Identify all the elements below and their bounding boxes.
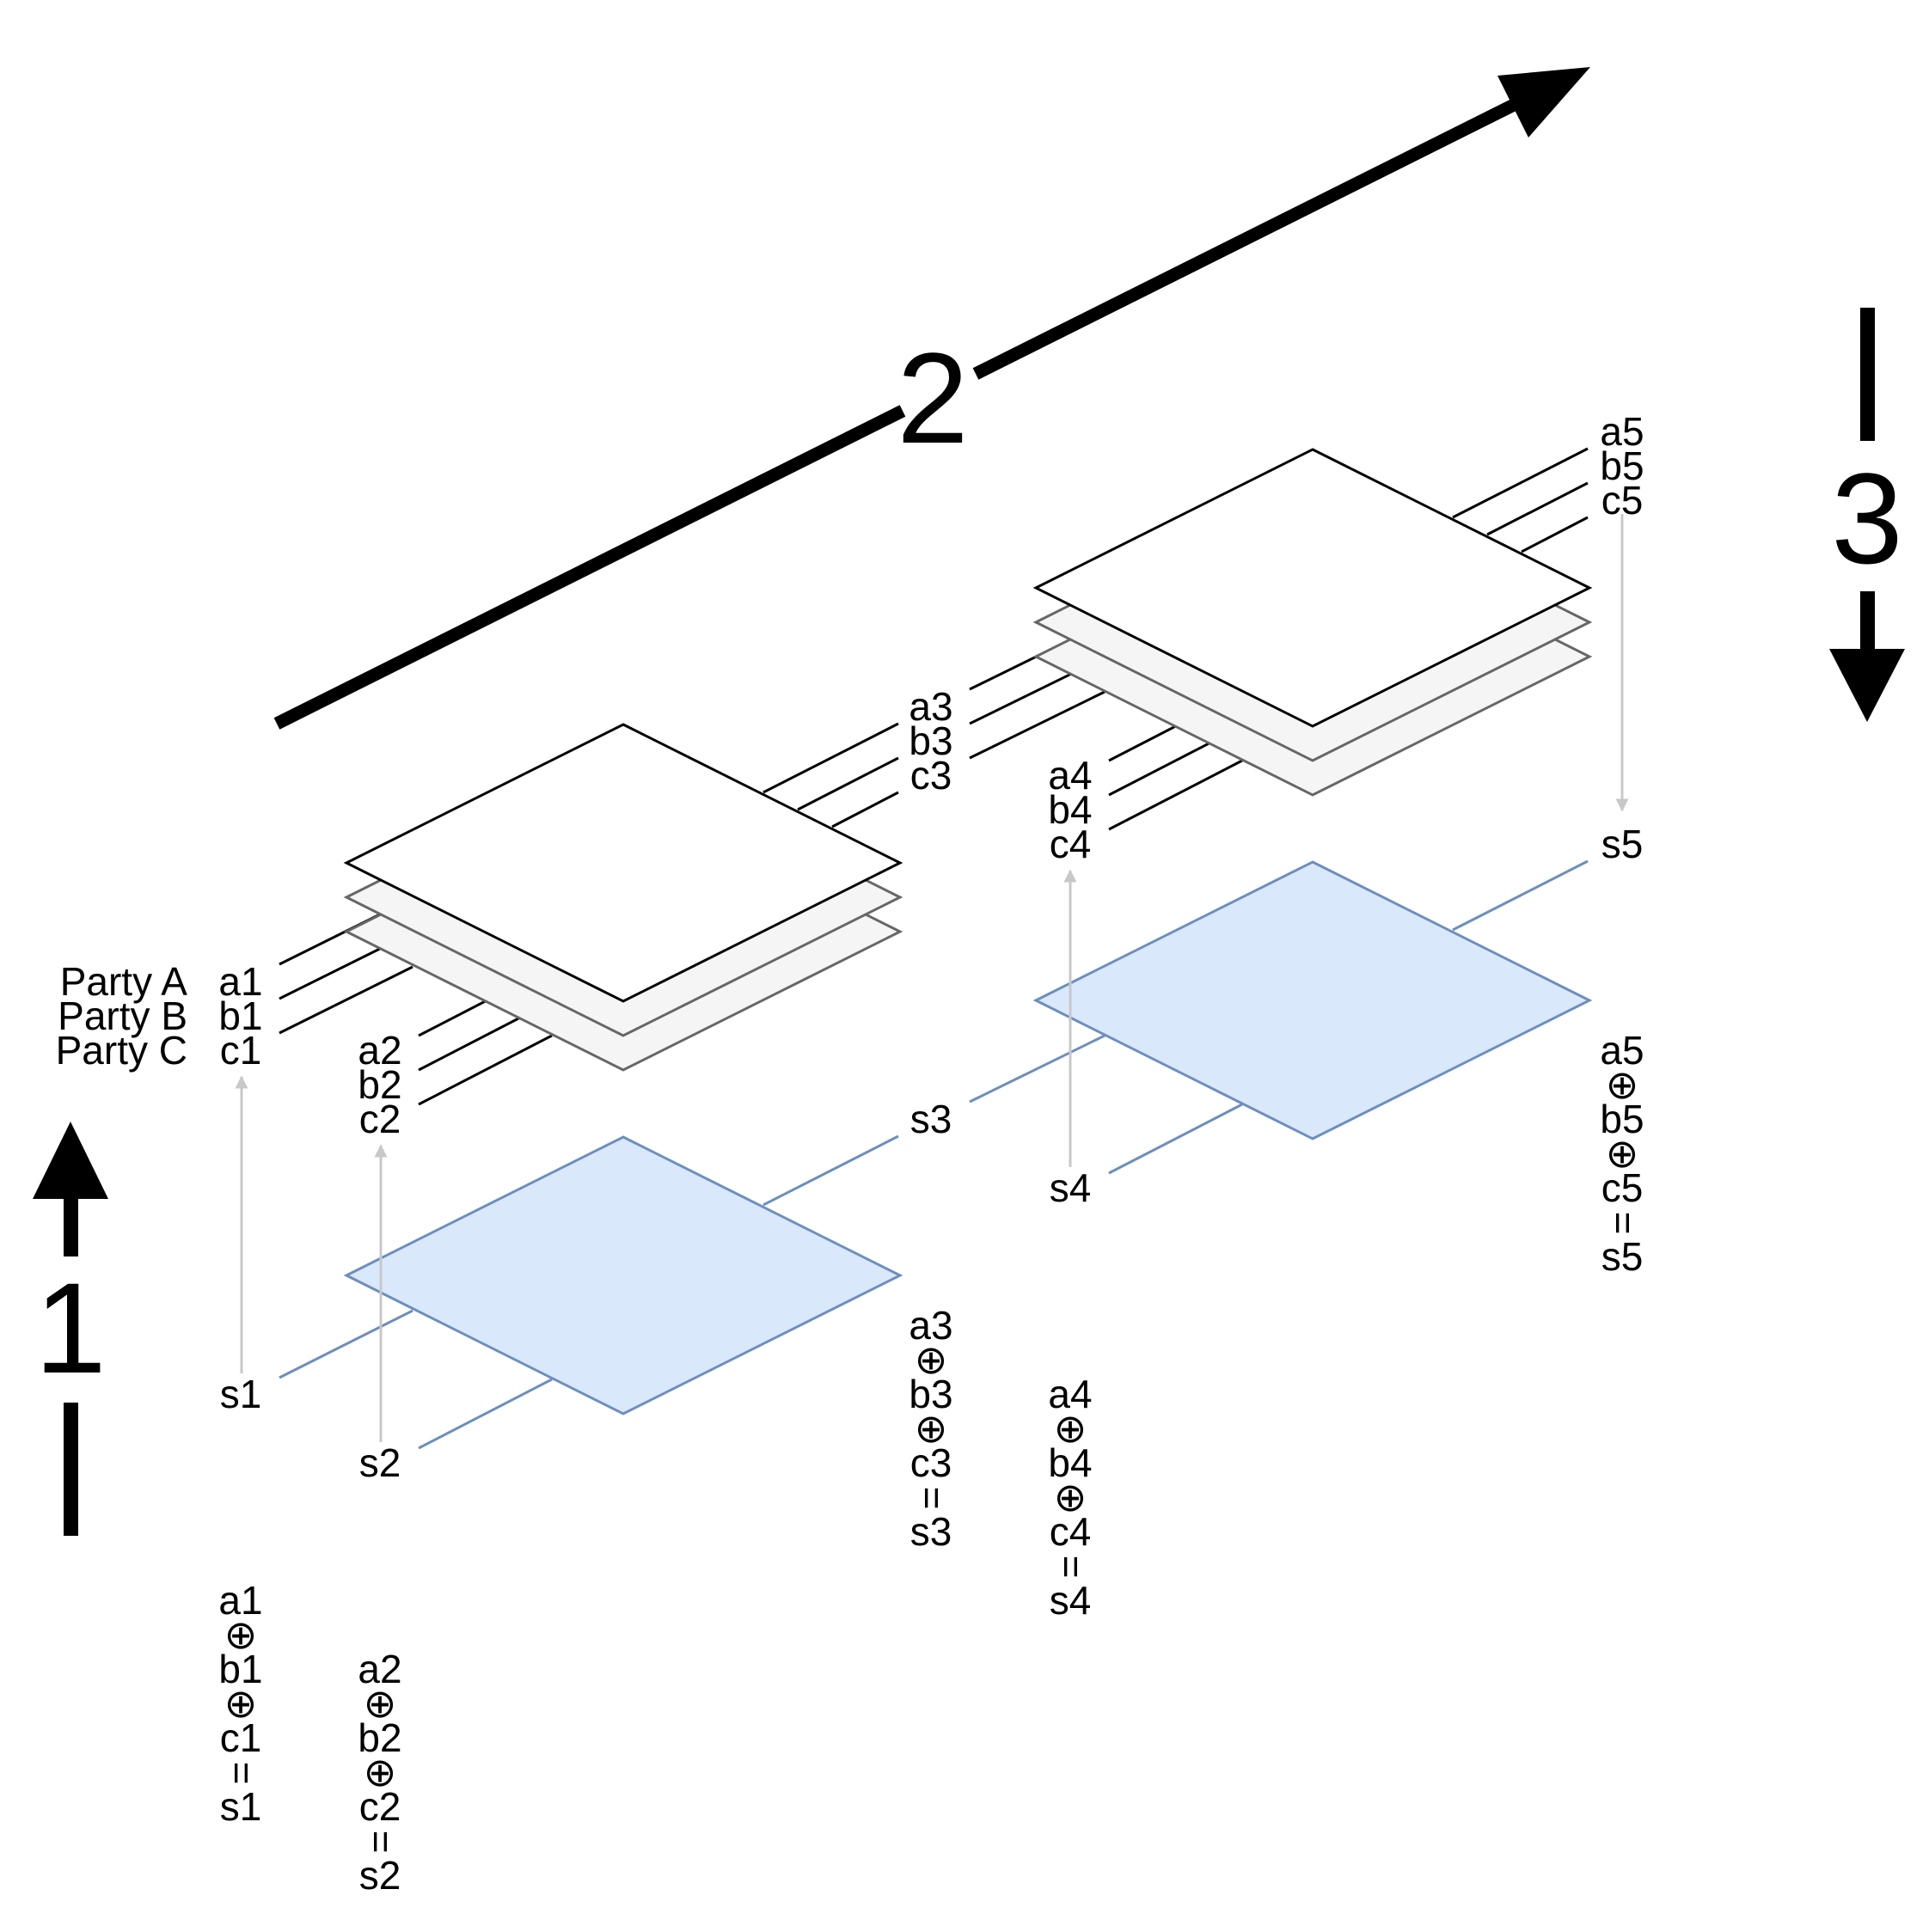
share-b4: b4 [1048,787,1092,832]
blue-layer-1 [279,1134,903,1450]
svg-text:=: = [1601,1212,1645,1235]
svg-text:a2: a2 [358,1647,401,1691]
step2-label: 2 [897,326,968,470]
svg-text:b3: b3 [909,1372,952,1416]
share-c5: c5 [1601,478,1644,523]
blue-layer-2 [969,859,1593,1175]
step3-label: 3 [1831,446,1902,590]
share-b5: b5 [1600,443,1644,488]
secret-s5: s5 [1601,822,1644,866]
svg-text:b2: b2 [358,1715,401,1760]
party-layers-2 [969,447,1593,831]
party-b-label: Party B [58,994,187,1038]
share-a1: a1 [218,959,262,1004]
svg-text:⊕: ⊕ [364,1681,397,1726]
xor-equation-4: a4 ⊕ b4 ⊕ c4 = s4 [1048,1372,1093,1623]
xor-equation-3: a3 ⊕ b3 ⊕ c3 = s3 [909,1303,954,1554]
svg-text:a3: a3 [909,1303,952,1348]
share-c4: c4 [1050,822,1092,866]
svg-text:s4: s4 [1050,1578,1092,1623]
svg-text:c3: c3 [910,1440,952,1485]
svg-text:s3: s3 [910,1509,952,1554]
share-b2: b2 [358,1062,401,1107]
svg-text:c1: c1 [220,1715,262,1760]
party-layers-1 [279,722,903,1106]
svg-text:s2: s2 [359,1853,401,1898]
svg-text:s1: s1 [220,1784,262,1829]
secret-s1: s1 [220,1372,262,1416]
party-a-label: Party A [60,959,188,1004]
step1-arrow [33,1122,108,1536]
share-a3: a3 [909,684,952,729]
svg-text:⊕: ⊕ [224,1681,258,1726]
svg-text:⊕: ⊕ [1606,1062,1639,1107]
share-b1: b1 [218,994,262,1038]
svg-text:s5: s5 [1601,1234,1644,1279]
share-a4: a4 [1048,753,1092,798]
share-a5: a5 [1600,409,1644,454]
xor-equation-1: a1 ⊕ b1 ⊕ c1 = s1 [218,1578,264,1829]
share-a2: a2 [358,1028,401,1073]
xor-equation-5: a5 ⊕ b5 ⊕ c5 = s5 [1600,1028,1645,1279]
svg-text:a4: a4 [1048,1372,1092,1416]
svg-text:=: = [1049,1556,1093,1579]
xor-equation-2: a2 ⊕ b2 ⊕ c2 = s2 [358,1647,403,1898]
share-b3: b3 [909,718,952,763]
party-c-label: Party C [56,1028,187,1073]
svg-text:c4: c4 [1050,1509,1092,1554]
svg-text:c5: c5 [1601,1165,1644,1210]
svg-text:⊕: ⊕ [915,1337,948,1382]
svg-text:⊕: ⊕ [1054,1475,1087,1519]
share-c3: c3 [910,753,952,798]
step1-label: 1 [34,1256,106,1400]
svg-text:b1: b1 [218,1647,262,1691]
svg-text:b5: b5 [1600,1097,1644,1141]
svg-text:⊕: ⊕ [915,1406,948,1451]
svg-text:a1: a1 [218,1578,262,1623]
svg-text:⊕: ⊕ [1606,1131,1639,1176]
svg-text:⊕: ⊕ [1054,1406,1087,1451]
step2-arrow [273,67,1590,730]
svg-text:c2: c2 [359,1784,401,1829]
svg-text:b4: b4 [1048,1440,1092,1485]
step3-arrow [1829,308,1905,722]
svg-text:=: = [358,1831,403,1854]
svg-text:=: = [219,1762,264,1785]
svg-text:=: = [909,1487,954,1510]
secret-s2: s2 [359,1440,401,1485]
secret-s3: s3 [910,1097,952,1141]
svg-text:⊕: ⊕ [224,1612,258,1657]
svg-text:⊕: ⊕ [364,1750,397,1794]
share-c2: c2 [359,1097,401,1141]
share-c1: c1 [220,1028,262,1073]
svg-text:a5: a5 [1600,1028,1644,1073]
secret-s4: s4 [1050,1165,1092,1210]
